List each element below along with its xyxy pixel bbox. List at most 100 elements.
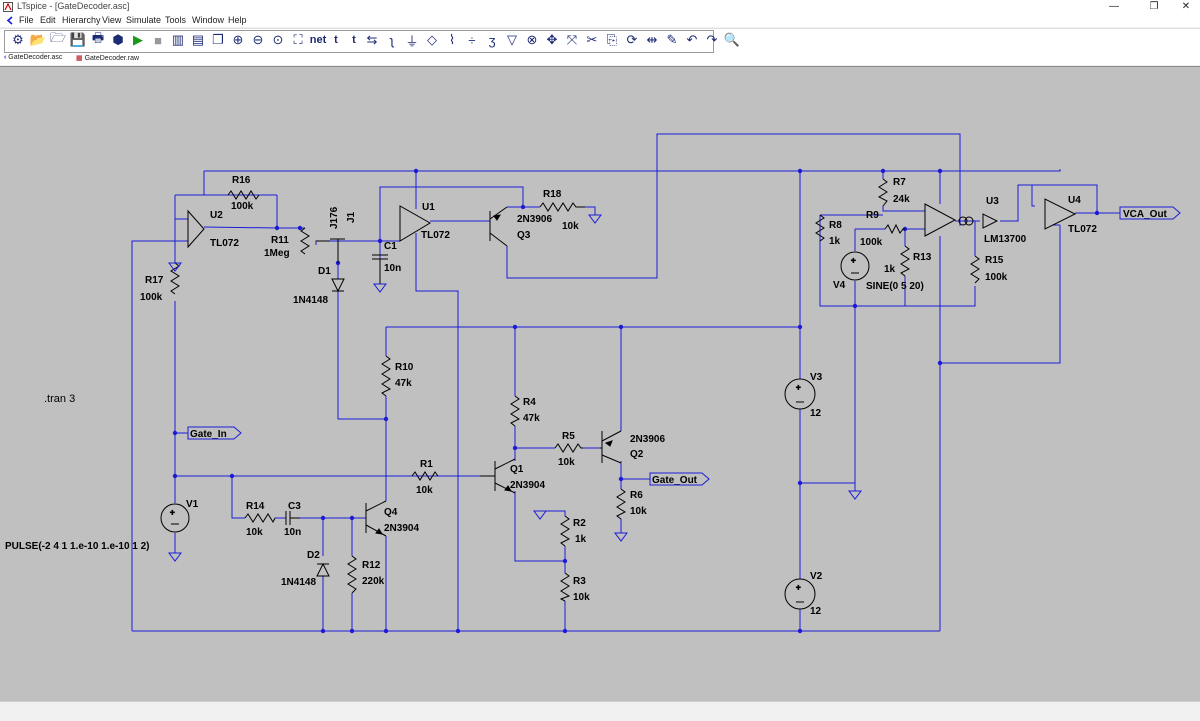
schematic-doc-icon[interactable]: [6, 16, 14, 25]
label-r5-value: 10k: [558, 457, 575, 468]
label-u2-value: TL072: [210, 238, 239, 249]
schematic-drawing[interactable]: + + + + R16 100k U2 TL072 R11 1Meg J176 …: [0, 67, 1200, 701]
label-v4: V4: [833, 280, 846, 291]
mirror-icon[interactable]: ⇹: [646, 32, 658, 47]
run-settings-icon[interactable]: ⬢: [112, 32, 124, 47]
autorange-icon[interactable]: ⇆: [366, 32, 378, 47]
menu-edit[interactable]: Edit: [40, 15, 56, 25]
label-r12-value: 220k: [362, 576, 385, 587]
resistor-r15: [970, 255, 980, 284]
capacitor-c3: [285, 511, 300, 525]
opamp-u1: [399, 205, 431, 242]
resistor-r4: [510, 395, 521, 427]
label-r14-value: 10k: [246, 527, 263, 538]
find-icon[interactable]: 🔍: [723, 32, 741, 47]
label-r16: R16: [232, 175, 251, 186]
label-r2: R2: [573, 518, 586, 529]
menu-help[interactable]: Help: [228, 15, 247, 25]
label-r5: R5: [562, 431, 575, 442]
diode-icon[interactable]: ▽: [507, 32, 517, 47]
zoom-fit-icon[interactable]: ⊙: [272, 32, 284, 47]
inductor-icon[interactable]: ʒ: [488, 32, 496, 48]
draw-icon[interactable]: ✎: [666, 32, 678, 47]
halt-icon[interactable]: ■: [154, 32, 162, 48]
menu-tools[interactable]: Tools: [165, 15, 187, 25]
buffer-u3: [982, 213, 999, 229]
menu-bar: File Edit Hierarchy View Simulate Tools …: [0, 14, 1200, 27]
label-net-icon[interactable]: ◇: [427, 32, 437, 47]
menu-window[interactable]: Window: [192, 15, 225, 25]
menu-view[interactable]: View: [102, 15, 122, 25]
resistor-icon[interactable]: ⌇: [448, 32, 456, 47]
redo-icon[interactable]: ↷: [706, 32, 718, 47]
menu-file[interactable]: File: [19, 15, 34, 25]
tab-schematic[interactable]: ‹ GateDecoder.asc: [4, 54, 62, 61]
source-v2: +: [784, 578, 816, 610]
label-c3-value: 10n: [284, 527, 301, 538]
wires: [131, 133, 1120, 632]
label-v2-value: 12: [810, 606, 822, 617]
resistor-r7: [877, 178, 888, 207]
net-tool-button[interactable]: net: [309, 34, 327, 46]
drag-icon[interactable]: ⤧: [566, 32, 578, 47]
undo-icon[interactable]: ↶: [686, 32, 698, 47]
label-d1-value: 1N4148: [293, 295, 328, 306]
label-u4: U4: [1068, 195, 1081, 206]
run-icon[interactable]: ▶: [133, 32, 143, 47]
open-folder-icon[interactable]: 🗁: [49, 30, 67, 45]
label-v3-value: 12: [810, 408, 822, 419]
open-icon[interactable]: 📂: [29, 32, 47, 47]
label-r1: R1: [420, 459, 433, 470]
tile-horizontal-icon[interactable]: ▤: [191, 32, 205, 47]
diode-d2: [316, 562, 330, 577]
transistor-q4: [365, 500, 387, 537]
resistor-r2: [560, 515, 571, 547]
zoom-out-icon[interactable]: ⊖: [252, 32, 264, 47]
label-q1: Q1: [510, 464, 524, 475]
rotate-icon[interactable]: ⟳: [626, 32, 638, 47]
opamp-u2: [187, 209, 205, 249]
schematic-canvas[interactable]: + + + + R16 100k U2 TL072 R11 1Meg J176 …: [0, 66, 1200, 701]
menu-simulate[interactable]: Simulate: [126, 15, 162, 25]
move-icon[interactable]: ✥: [546, 32, 558, 47]
label-j1-model: J176: [329, 206, 340, 229]
source-v4: +: [840, 251, 870, 281]
component-icon[interactable]: ⊗: [526, 32, 538, 47]
close-button[interactable]: ✕: [1181, 1, 1191, 12]
label-r9-value: 100k: [860, 237, 883, 248]
wire-icon[interactable]: ʅ: [390, 32, 394, 48]
zoom-in-icon[interactable]: ⊕: [232, 32, 244, 47]
label-v1: V1: [186, 499, 199, 510]
label-r6: R6: [630, 490, 643, 501]
minimize-button[interactable]: —: [1109, 1, 1119, 12]
maximize-button[interactable]: ❐: [1149, 1, 1159, 12]
label-r16-value: 100k: [231, 201, 254, 212]
capacitor-icon[interactable]: ÷: [468, 32, 476, 48]
label-q3-model: 2N3906: [517, 214, 552, 225]
spice-directive-button[interactable]: t: [352, 34, 356, 46]
net-label-gate-out: Gate_Out: [652, 475, 698, 486]
label-q3: Q3: [517, 230, 531, 241]
tile-vertical-icon[interactable]: ▥: [171, 32, 185, 47]
resistor-r10: [381, 355, 392, 397]
component-labels: R16 100k U2 TL072 R11 1Meg J176 J1 C1 10…: [5, 175, 1168, 617]
tab-waveform[interactable]: ▦ GateDecoder.raw: [76, 54, 139, 62]
resistor-r12: [347, 555, 357, 594]
ground-icon[interactable]: ⏚: [405, 33, 419, 49]
status-bar: [0, 701, 1200, 721]
transistor-q2: [600, 430, 622, 464]
cascade-icon[interactable]: ❐: [212, 32, 224, 47]
zoom-full-icon[interactable]: ⛶: [293, 32, 303, 47]
control-panel-icon[interactable]: ⚙: [12, 32, 24, 47]
label-r13: R13: [913, 252, 932, 263]
save-icon[interactable]: 💾: [69, 32, 87, 47]
label-u3-value: LM13700: [984, 234, 1027, 245]
text-tool-button[interactable]: t: [334, 34, 338, 46]
delete-icon[interactable]: ✂: [586, 32, 598, 47]
duplicate-icon[interactable]: ⎘: [606, 32, 618, 47]
print-icon[interactable]: 🖶: [91, 30, 105, 45]
capacitor-c1: [372, 254, 388, 284]
menu-hierarchy[interactable]: Hierarchy: [62, 15, 101, 25]
label-u1: U1: [422, 202, 435, 213]
title-bar: LTspice - [GateDecoder.asc] — ❐ ✕: [0, 0, 1200, 14]
